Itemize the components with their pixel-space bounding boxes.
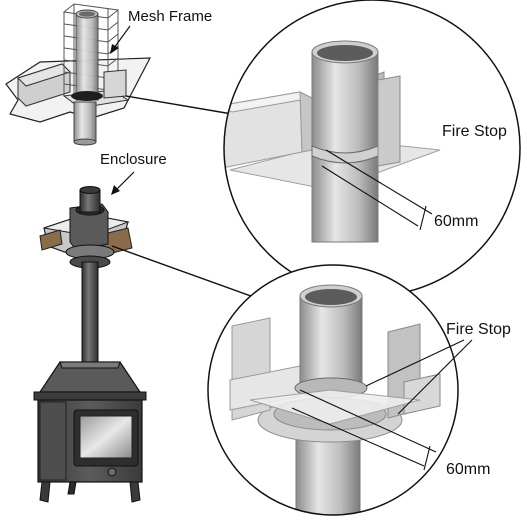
fire-stop-label-top: Fire Stop: [442, 123, 507, 140]
connector-line-bottom: [111, 245, 263, 301]
mesh-frame-arrow: [113, 25, 131, 49]
enclosure-arrowhead: [111, 185, 120, 195]
enclosure-label: Enclosure: [100, 151, 167, 168]
enclosure-arrow: [115, 171, 135, 191]
detail-circle-bottom: [207, 264, 459, 516]
mesh-frame-label: Mesh Frame: [128, 8, 212, 25]
dimension-label-bottom: 60mm: [446, 461, 490, 478]
mesh-frame-arrowhead: [110, 44, 119, 54]
stove-illustration: [33, 186, 147, 503]
fire-stop-label-bottom: Fire Stop: [446, 321, 511, 338]
fire-stop-leader-1: [365, 339, 465, 387]
connector-line-top: [125, 95, 233, 115]
detail-circle-top: [223, 0, 521, 297]
fire-stop-leader-2: [397, 339, 473, 415]
mesh-frame-illustration: [5, 3, 152, 146]
dimension-label-top: 60mm: [434, 213, 478, 230]
